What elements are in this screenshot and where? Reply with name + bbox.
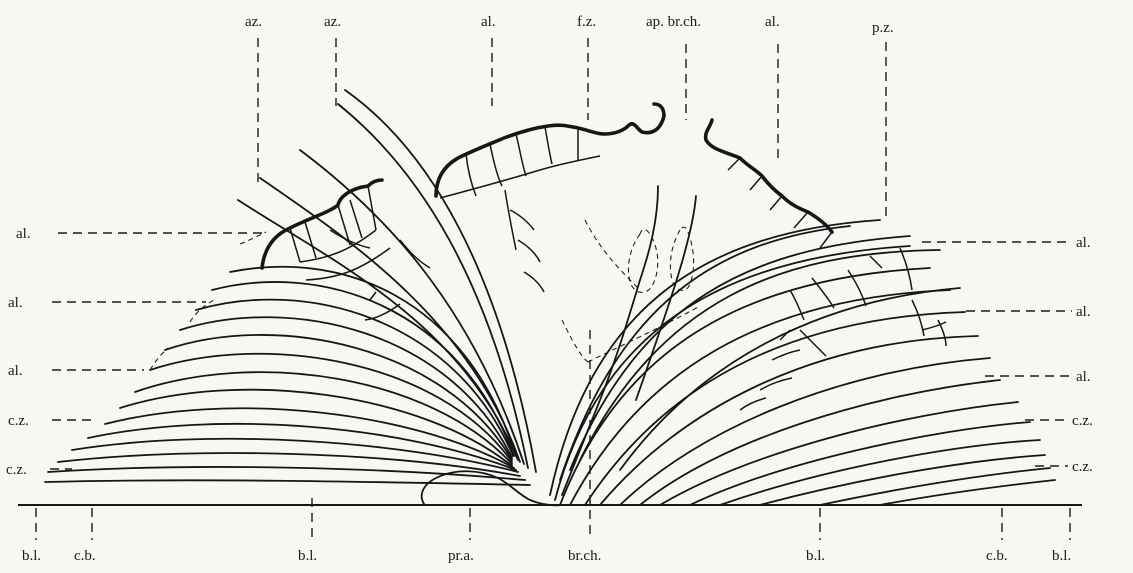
label-al-right-1: al. — [1076, 235, 1091, 251]
label-cz-left-2: c.z. — [6, 462, 27, 478]
label-pra: pr.a. — [448, 548, 474, 564]
leader-lines — [36, 38, 1072, 540]
label-bl-right-edge: b.l. — [1052, 548, 1071, 564]
label-cz-left-1: c.z. — [8, 413, 29, 429]
right-laminae — [550, 220, 1055, 505]
label-cz-right-2: c.z. — [1072, 459, 1093, 475]
label-bl-right-mid: b.l. — [806, 548, 825, 564]
label-cz-right-1: c.z. — [1072, 413, 1093, 429]
label-az-2: az. — [324, 14, 341, 30]
label-al-left-1: al. — [16, 226, 31, 242]
label-bl-left-edge: b.l. — [22, 548, 41, 564]
label-al-left-3: al. — [8, 363, 23, 379]
labels: az. az. al. f.z. ap. br.ch. al. p.z. al.… — [6, 14, 1093, 564]
label-al-top-right: al. — [765, 14, 780, 30]
label-al-top-left: al. — [481, 14, 496, 30]
label-az-1: az. — [245, 14, 262, 30]
label-fz: f.z. — [577, 14, 596, 30]
label-cb-left: c.b. — [74, 548, 96, 564]
label-pz: p.z. — [872, 20, 894, 36]
label-al-right-3: al. — [1076, 369, 1091, 385]
top-arch-cells — [436, 104, 664, 292]
label-al-left-2: al. — [8, 295, 23, 311]
label-bl-left-mid: b.l. — [298, 548, 317, 564]
label-ap-brch: ap. br.ch. — [646, 14, 701, 30]
central-structures — [562, 186, 700, 495]
label-cb-right: c.b. — [986, 548, 1008, 564]
label-brch: br.ch. — [568, 548, 601, 564]
left-laminae — [45, 90, 536, 485]
label-al-right-2: al. — [1076, 304, 1091, 320]
